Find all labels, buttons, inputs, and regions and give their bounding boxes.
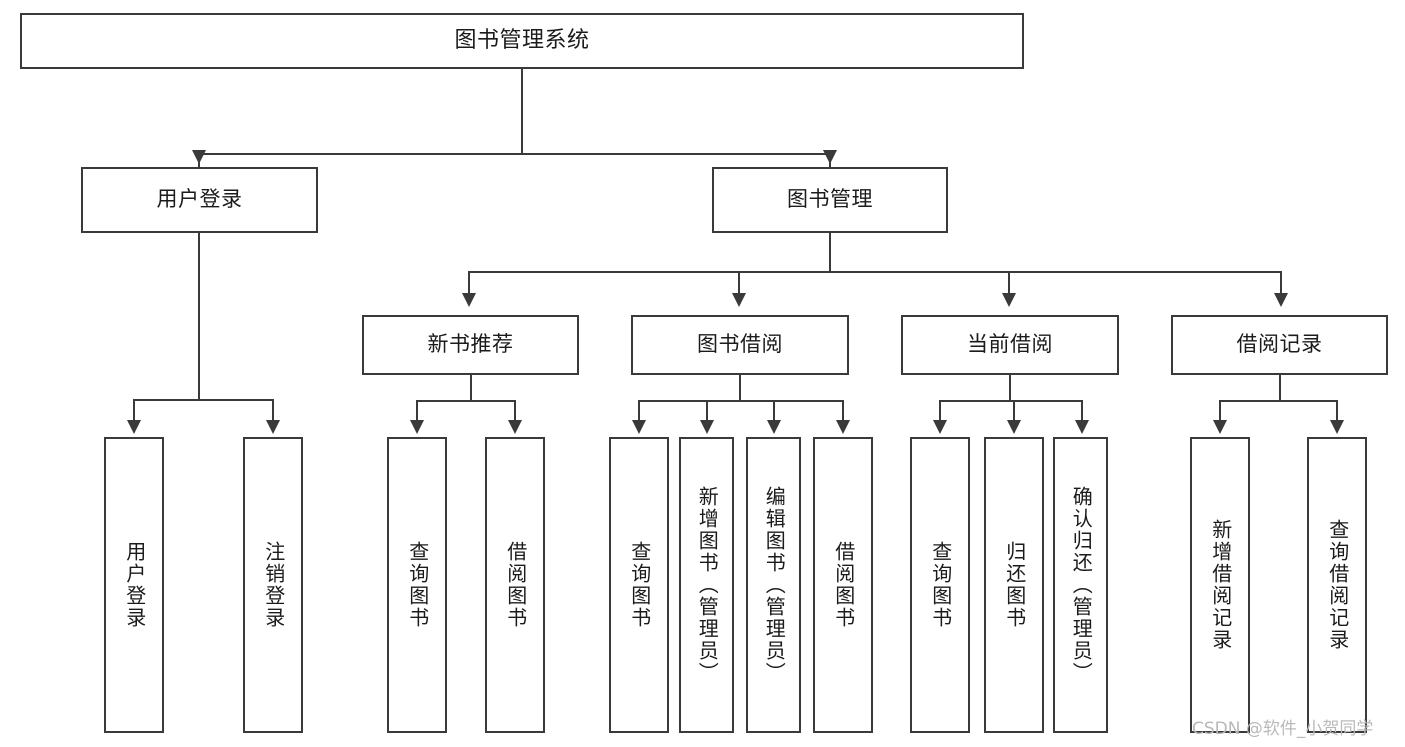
connector-new-book-recommend-bus [416,400,515,402]
node-leaf-return-book[interactable]: 归还图书 [984,437,1044,733]
connector-user-login-bus [133,399,272,401]
connector-current-borrow-bus [939,400,1082,402]
connector-to-book-borrow [738,271,740,297]
node-leaf-query-book-borrow[interactable]: 查询图书 [609,437,669,733]
connector-nbr-stub-2 [514,400,516,423]
node-label: 借阅记录 [1236,332,1323,357]
connector-root-trunk [521,69,523,154]
node-label: 编辑图书（管理员） [762,486,787,684]
node-label: 借阅图书 [831,541,856,629]
node-book-manage[interactable]: 图书管理 [712,167,948,233]
node-leaf-query-book-recommend[interactable]: 查询图书 [387,437,447,733]
node-label: 查询图书 [405,541,430,629]
connector-to-borrow-record [1280,271,1282,297]
node-label: 查询图书 [928,541,953,629]
node-label: 用户登录 [156,187,243,212]
connector-user-login-stub-2 [272,399,274,423]
connector-level2-bus [468,271,1282,273]
node-leaf-query-book-current[interactable]: 查询图书 [910,437,970,733]
connector-cb-stub-2 [1013,400,1015,423]
node-label: 新增借阅记录 [1208,519,1233,651]
node-leaf-edit-book-admin[interactable]: 编辑图书（管理员） [746,437,801,733]
node-label: 确认归还（管理员） [1069,486,1094,684]
node-label: 新增图书（管理员） [695,486,720,684]
connector-cb-stub-3 [1081,400,1083,423]
arrowhead-to-current-borrow [1002,293,1016,307]
arrowhead-to-book-borrow [732,293,746,307]
connector-br-stub-2 [1336,400,1338,423]
node-label: 查询图书 [627,541,652,629]
node-leaf-user-login[interactable]: 用户登录 [104,437,164,733]
arrowhead-leaf-edit-book-admin [767,420,781,434]
node-leaf-confirm-return-admin[interactable]: 确认归还（管理员） [1053,437,1108,733]
connector-bb-stub-2 [706,400,708,423]
connector-nbr-stub-1 [416,400,418,423]
node-leaf-add-borrow-record[interactable]: 新增借阅记录 [1190,437,1250,733]
node-leaf-borrow-book-recommend[interactable]: 借阅图书 [485,437,545,733]
connector-book-manage-trunk [829,233,831,272]
arrowhead-to-borrow-record [1274,293,1288,307]
connector-current-borrow-trunk [1009,375,1011,402]
connector-bb-stub-4 [842,400,844,423]
arrowhead-leaf-return-book [1007,420,1021,434]
node-label: 当前借阅 [967,332,1053,357]
node-book-borrow[interactable]: 图书借阅 [631,315,849,375]
arrowhead-leaf-add-borrow-record [1213,420,1227,434]
arrowhead-leaf-query-book-2 [632,420,646,434]
connector-bb-stub-3 [773,400,775,423]
connector-to-current-borrow [1008,271,1010,297]
node-label: 图书管理 [787,187,873,212]
arrowhead-leaf-borrow-book-1 [508,420,522,434]
node-label: 图书管理系统 [454,27,590,53]
connector-user-login-stub-1 [133,399,135,423]
arrowhead-leaf-add-book-admin [700,420,714,434]
node-root-book-management-system[interactable]: 图书管理系统 [20,13,1024,69]
node-label: 图书借阅 [697,332,783,357]
node-leaf-user-logout[interactable]: 注销登录 [243,437,303,733]
connector-new-book-recommend-trunk [470,375,472,402]
arrowhead-leaf-query-book-3 [933,420,947,434]
connector-br-stub-1 [1219,400,1221,423]
connector-bb-stub-1 [638,400,640,423]
node-label: 新书推荐 [427,332,514,357]
connector-cb-stub-1 [939,400,941,423]
connector-borrow-record-bus [1219,400,1337,402]
arrowhead-leaf-query-book-1 [410,420,424,434]
node-leaf-borrow-book[interactable]: 借阅图书 [813,437,873,733]
connector-book-borrow-bus [638,400,843,402]
connector-level1-bus [198,153,831,155]
arrowhead-to-user-login [192,150,206,164]
node-label: 查询借阅记录 [1325,519,1350,651]
arrowhead-leaf-user-logout [266,420,280,434]
node-user-login[interactable]: 用户登录 [81,167,318,233]
node-current-borrow[interactable]: 当前借阅 [901,315,1119,375]
arrowhead-to-book-manage [823,150,837,164]
connector-borrow-record-trunk [1279,375,1281,402]
node-borrow-record[interactable]: 借阅记录 [1171,315,1388,375]
arrowhead-to-new-book-recommend [462,293,476,307]
connector-user-login-trunk [198,233,200,401]
node-leaf-add-book-admin[interactable]: 新增图书（管理员） [679,437,734,733]
arrowhead-leaf-borrow-book-2 [836,420,850,434]
node-label: 归还图书 [1002,541,1027,629]
connector-to-new-book-recommend [468,271,470,297]
node-leaf-query-borrow-record[interactable]: 查询借阅记录 [1307,437,1367,733]
watermark-csdn: CSDN @软件_小贺同学 [1192,719,1374,739]
connector-book-borrow-trunk [739,375,741,402]
node-new-book-recommend[interactable]: 新书推荐 [362,315,579,375]
arrowhead-leaf-confirm-return-admin [1075,420,1089,434]
arrowhead-leaf-query-borrow-record [1330,420,1344,434]
arrowhead-leaf-user-login [127,420,141,434]
node-label: 注销登录 [261,541,286,629]
node-label: 用户登录 [122,541,147,629]
node-label: 借阅图书 [503,541,528,629]
